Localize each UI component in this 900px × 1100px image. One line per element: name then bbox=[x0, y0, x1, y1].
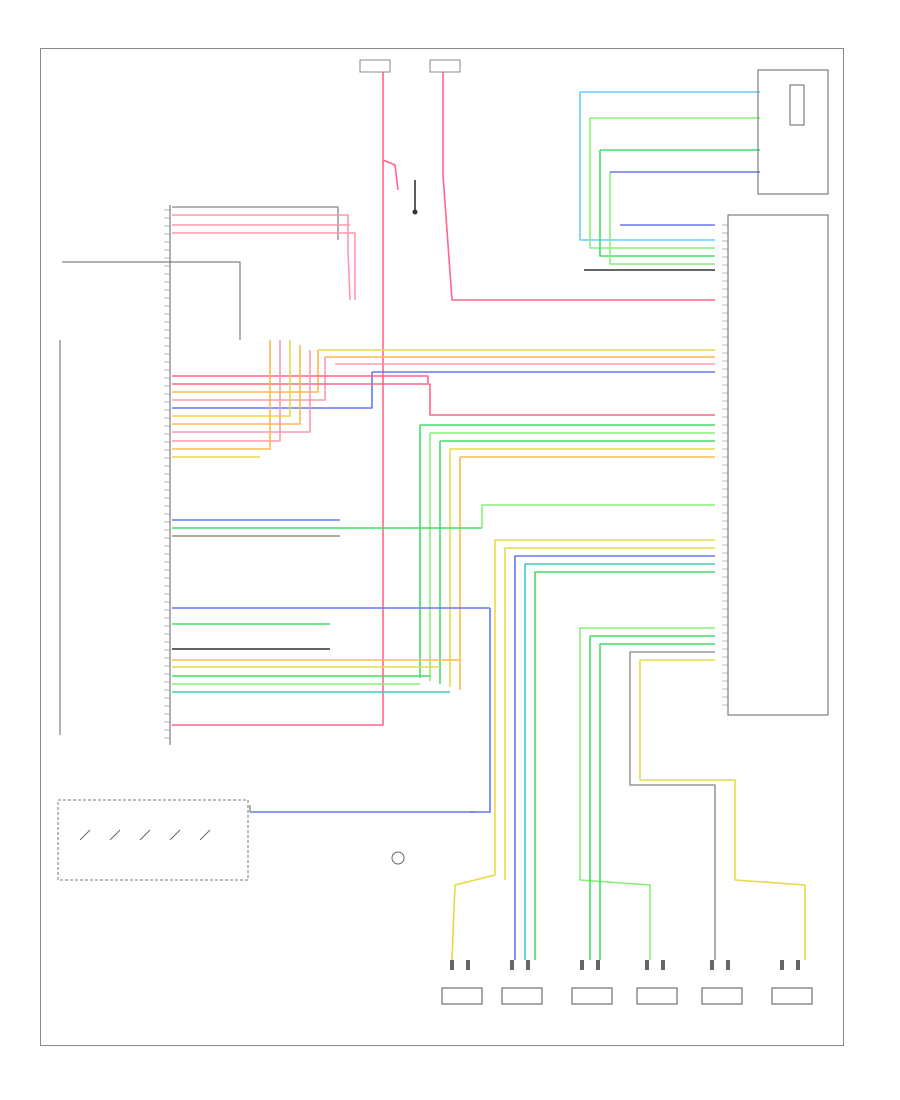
ground-point bbox=[412, 209, 418, 215]
fuse-block bbox=[359, 59, 391, 73]
fuse-feed-wire bbox=[382, 72, 399, 191]
speaker-out-wire bbox=[599, 643, 715, 960]
control-wire bbox=[481, 504, 715, 528]
speaker-out-wire bbox=[451, 539, 715, 961]
speaker-out-wire bbox=[639, 659, 806, 960]
speaker-terminal bbox=[596, 960, 600, 970]
signal-wire bbox=[172, 350, 311, 433]
radio-batt-wire bbox=[172, 160, 384, 726]
speaker-terminal bbox=[645, 960, 649, 970]
fuse-block bbox=[429, 59, 461, 73]
speaker-box bbox=[771, 987, 813, 1005]
amp-input-wire bbox=[579, 92, 715, 241]
clockspring bbox=[391, 851, 405, 865]
red-power-wire bbox=[172, 383, 715, 416]
speaker-terminal bbox=[780, 960, 784, 970]
speaker-terminal bbox=[661, 960, 665, 970]
amp-input-wire bbox=[589, 118, 715, 249]
speaker-box bbox=[701, 987, 743, 1005]
switch-contact bbox=[199, 829, 211, 841]
sensor-box bbox=[757, 69, 829, 195]
audio-wire bbox=[172, 232, 356, 300]
signal-wire bbox=[172, 340, 281, 442]
speaker-box bbox=[501, 987, 543, 1005]
speaker-out-wire bbox=[524, 563, 715, 960]
signal-wire bbox=[172, 345, 301, 425]
signal-wire bbox=[172, 340, 271, 450]
component-layer bbox=[57, 59, 829, 1005]
signal-wire bbox=[172, 357, 326, 401]
switch-contact bbox=[109, 829, 121, 841]
amplifier-box bbox=[727, 214, 829, 716]
steering-switch-box bbox=[57, 799, 249, 881]
wire-layer bbox=[172, 72, 806, 961]
speaker-out-wire bbox=[514, 555, 715, 960]
speaker-out-wire bbox=[504, 547, 715, 880]
speaker-terminal bbox=[526, 960, 530, 970]
amp-input-wire bbox=[599, 150, 715, 257]
speaker-box bbox=[571, 987, 613, 1005]
speaker-out-wire bbox=[579, 627, 715, 960]
amp-input-wire bbox=[609, 172, 715, 265]
signal-wire bbox=[172, 372, 373, 409]
sensor-element bbox=[789, 84, 805, 126]
speaker-terminal bbox=[450, 960, 454, 970]
red-power-wire bbox=[172, 375, 429, 383]
speaker-terminal bbox=[726, 960, 730, 970]
signal-wire bbox=[172, 350, 319, 393]
speaker-terminal bbox=[510, 960, 514, 970]
speaker-terminal bbox=[796, 960, 800, 970]
speaker-out-wire bbox=[534, 571, 715, 960]
steering-control-wire bbox=[470, 608, 491, 813]
switch-contact bbox=[79, 829, 91, 841]
speaker-box bbox=[441, 987, 483, 1005]
speaker-terminal bbox=[710, 960, 714, 970]
speaker-terminal bbox=[580, 960, 584, 970]
antenna-box bbox=[62, 261, 241, 340]
speaker-out-wire bbox=[629, 651, 716, 960]
switch-contact bbox=[169, 829, 181, 841]
speaker-out-wire bbox=[589, 635, 715, 960]
speaker-terminal bbox=[466, 960, 470, 970]
audio-wire bbox=[172, 214, 351, 301]
speaker-box bbox=[636, 987, 678, 1005]
signal-wire bbox=[172, 340, 291, 417]
amp-batt-wire bbox=[442, 72, 715, 301]
shield-wire bbox=[172, 206, 339, 240]
switch-contact bbox=[139, 829, 151, 841]
